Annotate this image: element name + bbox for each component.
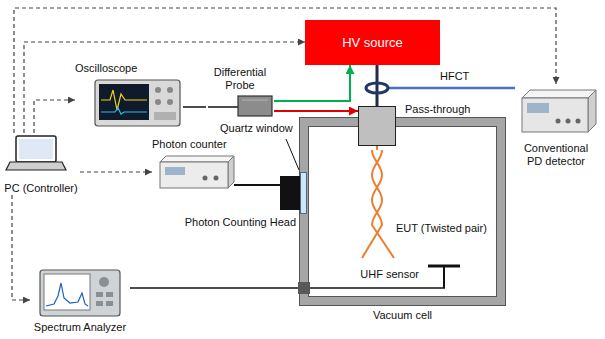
- counter-port: [214, 176, 219, 181]
- scope-knob: [167, 99, 173, 105]
- photon-counter: Photon counter: [152, 138, 238, 192]
- hv-source-box: HV source: [305, 20, 440, 65]
- node-label: Photon Counting Head: [185, 216, 296, 229]
- counter-side: [228, 156, 234, 188]
- node-label: Differential Probe: [206, 66, 274, 92]
- scope-knob: [155, 87, 161, 93]
- oscilloscope-screen: [99, 84, 149, 120]
- detector-front: [522, 98, 588, 132]
- vacuum-cell: Vacuum cellEUT (Twisted pair)UHF sensor: [300, 118, 505, 305]
- analyzer-knob: [99, 277, 109, 287]
- pd-detector: Conventional PD detector: [515, 84, 597, 168]
- analyzer-trace: [46, 283, 88, 306]
- counter-display: [165, 167, 185, 175]
- node-label: Vacuum cell: [308, 309, 497, 322]
- analyzer-key: [106, 301, 113, 306]
- node-label: Pass-through: [405, 103, 470, 116]
- feedthrough: [298, 282, 310, 294]
- oscilloscope-body: [95, 80, 180, 126]
- twisted-pair-wire: [372, 150, 394, 258]
- control-link: [80, 171, 152, 172]
- analyzer-key: [96, 301, 103, 306]
- twisted-pair-wire: [362, 150, 382, 258]
- laptop-base: [6, 162, 66, 170]
- counter-cable: [234, 184, 238, 186]
- detector-port: [556, 119, 561, 124]
- uhf-sensor: UHF sensor: [423, 262, 465, 292]
- eut-lead: [376, 146, 378, 150]
- laptop-screen: [16, 136, 56, 162]
- probe-lead: [274, 110, 358, 112]
- spectrum-analyzer: Spectrum Analyzer: [30, 266, 130, 334]
- uhf-antenna-stem: [443, 266, 445, 288]
- analyzer-key: [106, 292, 113, 297]
- analyzer-key: [96, 292, 103, 297]
- eut-twisted-pair: EUT (Twisted pair): [358, 150, 396, 260]
- node-label: Conventional PD detector: [515, 142, 597, 168]
- scope-knob: [167, 87, 173, 93]
- rf-cable: [130, 287, 423, 289]
- uhf-cable: [423, 287, 445, 289]
- hfct-ring: [366, 83, 388, 93]
- scope-knob: [155, 99, 161, 105]
- node-label: HV source: [342, 35, 403, 51]
- hfct-cable: [389, 87, 515, 90]
- pass-through: Pass-through: [358, 106, 396, 146]
- node-label: PC (Controller): [4, 182, 77, 195]
- probe-lead: [274, 65, 350, 101]
- control-link: [34, 100, 75, 133]
- probe-ridge: [242, 100, 268, 101]
- counter-front: [160, 162, 228, 188]
- control-link: [14, 8, 556, 133]
- control-link: [24, 42, 305, 133]
- hv-conductor: [376, 65, 379, 106]
- window-label: Quartz window: [220, 122, 293, 135]
- quartz-window: [300, 172, 307, 214]
- node-label: EUT (Twisted pair): [396, 222, 487, 235]
- counter-port: [203, 176, 208, 181]
- detector-display: [527, 103, 549, 113]
- leader-line: [286, 139, 299, 170]
- node-label: HFCT: [440, 70, 469, 83]
- laptop-display: [19, 139, 53, 159]
- analyzer-screen: [44, 274, 90, 310]
- scope-trace: [101, 90, 147, 110]
- controller-pc: PC (Controller): [2, 133, 80, 195]
- detector-port: [576, 119, 581, 124]
- scope-keys: [154, 112, 176, 120]
- hfct-sensor: HFCT: [365, 82, 389, 94]
- node-label: Spectrum Analyzer: [34, 321, 126, 334]
- optical-cable: [238, 184, 280, 186]
- probe-cable: [208, 106, 238, 108]
- differential-probe: Differential Probe: [206, 66, 274, 118]
- detector-port: [566, 119, 571, 124]
- node-label: Photon counter: [152, 138, 227, 151]
- node-label: Oscilloscope: [75, 62, 137, 75]
- control-link: [12, 195, 30, 300]
- probe-cable: [183, 106, 206, 108]
- analyzer-body: [40, 270, 120, 316]
- scope-trace: [101, 108, 147, 114]
- node-label: UHF sensor: [360, 268, 419, 281]
- counter-top: [160, 156, 234, 162]
- photon-counting-head: Photon Counting Head: [280, 176, 300, 210]
- probe-box: [238, 96, 272, 116]
- detector-top: [522, 90, 596, 98]
- oscilloscope: Oscilloscope: [75, 62, 183, 128]
- detector-side: [588, 90, 596, 132]
